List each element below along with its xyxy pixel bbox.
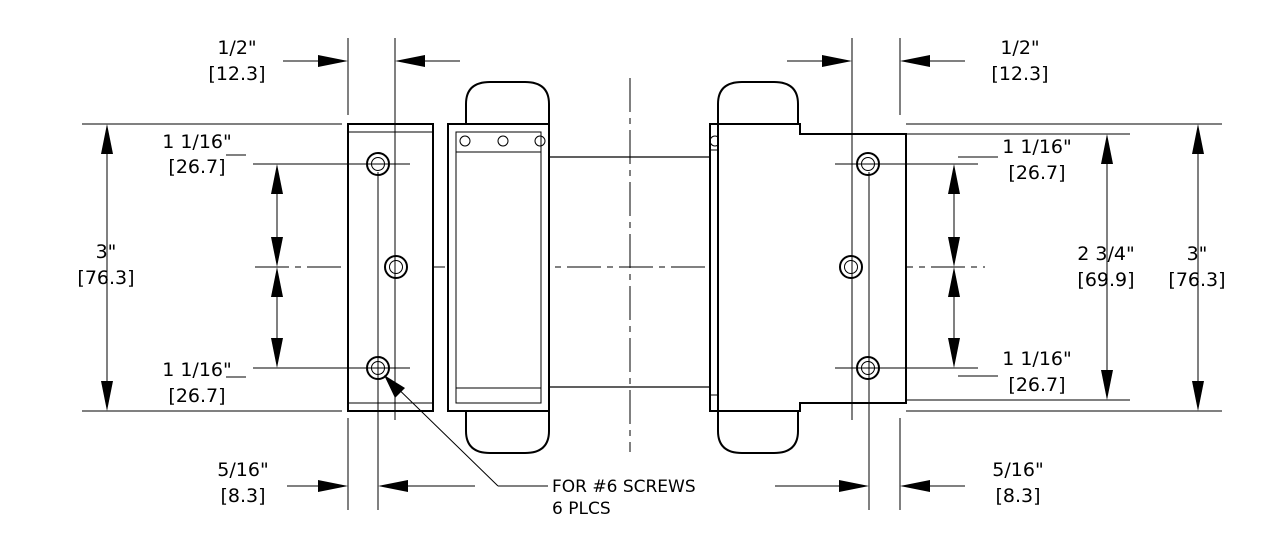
dim-bottom-left-metric: [8.3] (220, 485, 265, 507)
screw-hole-middle-left (384, 255, 408, 279)
dim-top-left-metric: [12.3] (208, 63, 265, 85)
spring-section (549, 156, 712, 388)
screw-note-line2: 6 PLCS (552, 499, 611, 519)
dim-right-lower-metric: [26.7] (1008, 374, 1065, 396)
dim-left-height-imperial: 3" (96, 241, 117, 263)
dim-left-upper-metric: [26.7] (168, 156, 225, 178)
screw-hole-middle-right (839, 255, 863, 279)
right-barrel (709, 81, 907, 454)
extension-lines (82, 38, 1222, 510)
dim-left-lower-imperial: 1 1/16" (162, 359, 232, 381)
barrel-rivet (459, 135, 471, 147)
dim-bottom-left-imperial: 5/16" (217, 459, 268, 481)
dim-left-lower-metric: [26.7] (168, 385, 225, 407)
dim-right-upper-imperial: 1 1/16" (1002, 136, 1072, 158)
dim-bottom-right-metric: [8.3] (995, 485, 1040, 507)
dim-left-upper-imperial: 1 1/16" (162, 131, 232, 153)
dim-top-left-imperial: 1/2" (217, 37, 256, 59)
barrel-rivet (497, 135, 509, 147)
dim-right-inner-height-metric: [69.9] (1077, 269, 1134, 291)
dim-bottom-right-imperial: 5/16" (992, 459, 1043, 481)
left-barrel (447, 81, 550, 454)
dim-right-lower-imperial: 1 1/16" (1002, 348, 1072, 370)
barrel-rivet (534, 135, 546, 147)
dim-right-inner-height-imperial: 2 3/4" (1077, 243, 1134, 265)
dim-right-upper-metric: [26.7] (1008, 162, 1065, 184)
dim-right-height-imperial: 3" (1187, 243, 1208, 265)
left-leaf-plate (347, 123, 434, 412)
dimension-arrows (101, 55, 1204, 492)
dim-top-right-metric: [12.3] (991, 63, 1048, 85)
dim-right-height-metric: [76.3] (1168, 269, 1225, 291)
dim-top-right-imperial: 1/2" (1000, 37, 1039, 59)
screw-note-line1: FOR #6 SCREWS (552, 477, 696, 497)
dim-left-height-metric: [76.3] (77, 267, 134, 289)
